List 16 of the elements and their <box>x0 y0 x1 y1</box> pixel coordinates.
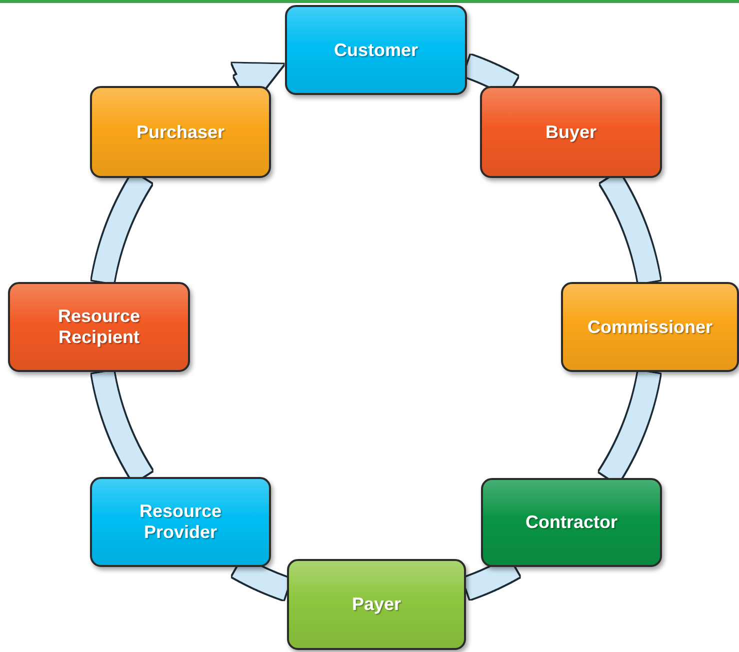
role-label: Purchaser <box>135 122 226 142</box>
role-box <box>561 282 739 372</box>
role-box <box>480 86 662 178</box>
role-label: Payer <box>350 594 402 615</box>
role-label: Commissioner <box>586 316 714 338</box>
role-box <box>90 477 271 567</box>
role-box <box>481 478 662 567</box>
role-label: Customer <box>332 40 419 60</box>
role-box <box>8 282 190 372</box>
role-box <box>287 559 466 650</box>
role-label: Contractor <box>524 512 618 533</box>
role-label: Buyer <box>544 122 598 142</box>
role-label: Resource Provider <box>138 501 223 543</box>
role-box <box>285 5 467 95</box>
role-box <box>90 86 271 178</box>
role-label: Resource Recipient <box>56 306 142 348</box>
